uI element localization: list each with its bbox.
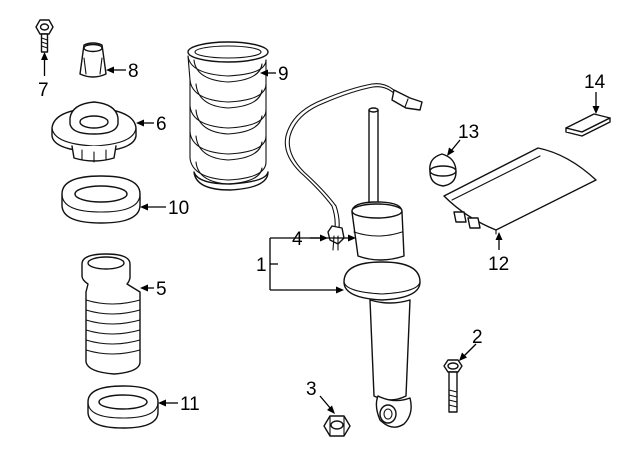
label-7: 7 xyxy=(38,80,49,101)
part-13-bump-stop[interactable] xyxy=(429,153,457,187)
label-14: 14 xyxy=(584,72,606,93)
label-2: 2 xyxy=(472,327,483,348)
part-6-upper-mount[interactable] xyxy=(51,101,137,163)
part-8-bump-stop[interactable] xyxy=(79,42,107,78)
label-11: 11 xyxy=(180,394,200,415)
part-5-dust-boot[interactable] xyxy=(81,253,141,375)
part-11-lower-isolator[interactable] xyxy=(87,385,159,429)
label-1: 1 xyxy=(256,255,267,276)
label-10: 10 xyxy=(168,198,189,219)
label-8: 8 xyxy=(128,61,139,82)
label-12: 12 xyxy=(488,254,509,275)
part-7-screw[interactable] xyxy=(35,19,54,53)
part-2-bolt[interactable] xyxy=(443,359,463,413)
part-10-isolator[interactable] xyxy=(61,175,141,224)
label-9: 9 xyxy=(278,64,289,85)
part-9-coil-spring[interactable] xyxy=(187,41,269,191)
label-6: 6 xyxy=(156,114,167,135)
part-1-shock-absorber[interactable] xyxy=(343,107,421,428)
part-14-pad[interactable] xyxy=(565,113,611,137)
label-5: 5 xyxy=(156,279,167,300)
label-4: 4 xyxy=(292,229,303,250)
label-3: 3 xyxy=(306,379,317,400)
part-3-nut[interactable] xyxy=(323,415,351,437)
part-12-cover-panel[interactable] xyxy=(443,147,597,235)
label-13: 13 xyxy=(458,122,479,143)
leader-lines xyxy=(41,52,600,414)
callout-labels: 7 8 6 10 5 11 9 4 1 2 3 13 12 14 xyxy=(38,61,606,415)
